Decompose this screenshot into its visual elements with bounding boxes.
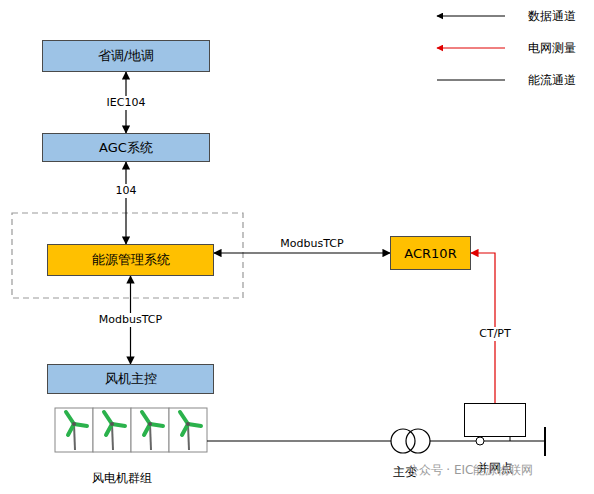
node-label: AGC系统 (99, 139, 153, 157)
edge-label: IEC104 (105, 96, 148, 110)
turbine-hub (148, 422, 152, 426)
wind-turbines (55, 408, 207, 452)
grid-point-box: 并网点 (464, 403, 526, 437)
ct-symbol (476, 437, 484, 445)
power-line (430, 440, 476, 441)
power-line (207, 440, 391, 441)
turbine-control-box: 风机主控 (47, 364, 214, 394)
connector (125, 162, 126, 244)
legend-line-data (437, 16, 505, 17)
ems-box: 能源管理系统 (47, 244, 214, 276)
legend-line-power (437, 80, 505, 81)
turbine-hub (72, 422, 76, 426)
legend-label: 能流通道 (528, 72, 576, 89)
turbine-hub (186, 422, 190, 426)
power-line (484, 440, 545, 441)
edge-label: ModbusTCP (97, 313, 164, 327)
edge-label: 104 (114, 184, 139, 198)
turbine-blade (142, 412, 150, 424)
transformer-symbol (391, 429, 415, 453)
turbine-blade (66, 412, 74, 424)
dispatch-box: 省调/地调 (42, 40, 210, 72)
node-label: 风机主控 (105, 370, 157, 388)
meter-box: ACR10R (390, 236, 471, 270)
turbine-hub (110, 422, 114, 426)
legend-label: 数据通道 (528, 8, 576, 25)
turbine-blade (104, 412, 112, 424)
agc-box: AGC系统 (42, 133, 210, 162)
bus-bar (544, 427, 546, 456)
node-label: ACR10R (404, 246, 456, 261)
legend-line-measure (437, 48, 505, 49)
node-label: 省调/地调 (98, 47, 154, 65)
legend-label: 电网测量 (528, 40, 576, 57)
connector (214, 252, 390, 253)
edge-label: CT/PT (477, 327, 512, 341)
transformer-symbol (406, 429, 430, 453)
turbine-frame (93, 408, 131, 452)
dashed-group (12, 213, 243, 298)
node-label: 能源管理系统 (92, 251, 170, 269)
turbine-frame (55, 408, 93, 452)
watermark: 公众号 · EIC能源物联网 (407, 462, 534, 479)
turbine-frame (131, 408, 169, 452)
edge-label: ModbusTCP (278, 237, 345, 251)
turbine-frame (169, 408, 207, 452)
turbine-blade (180, 412, 188, 424)
group-label: 风电机群组 (92, 470, 152, 487)
